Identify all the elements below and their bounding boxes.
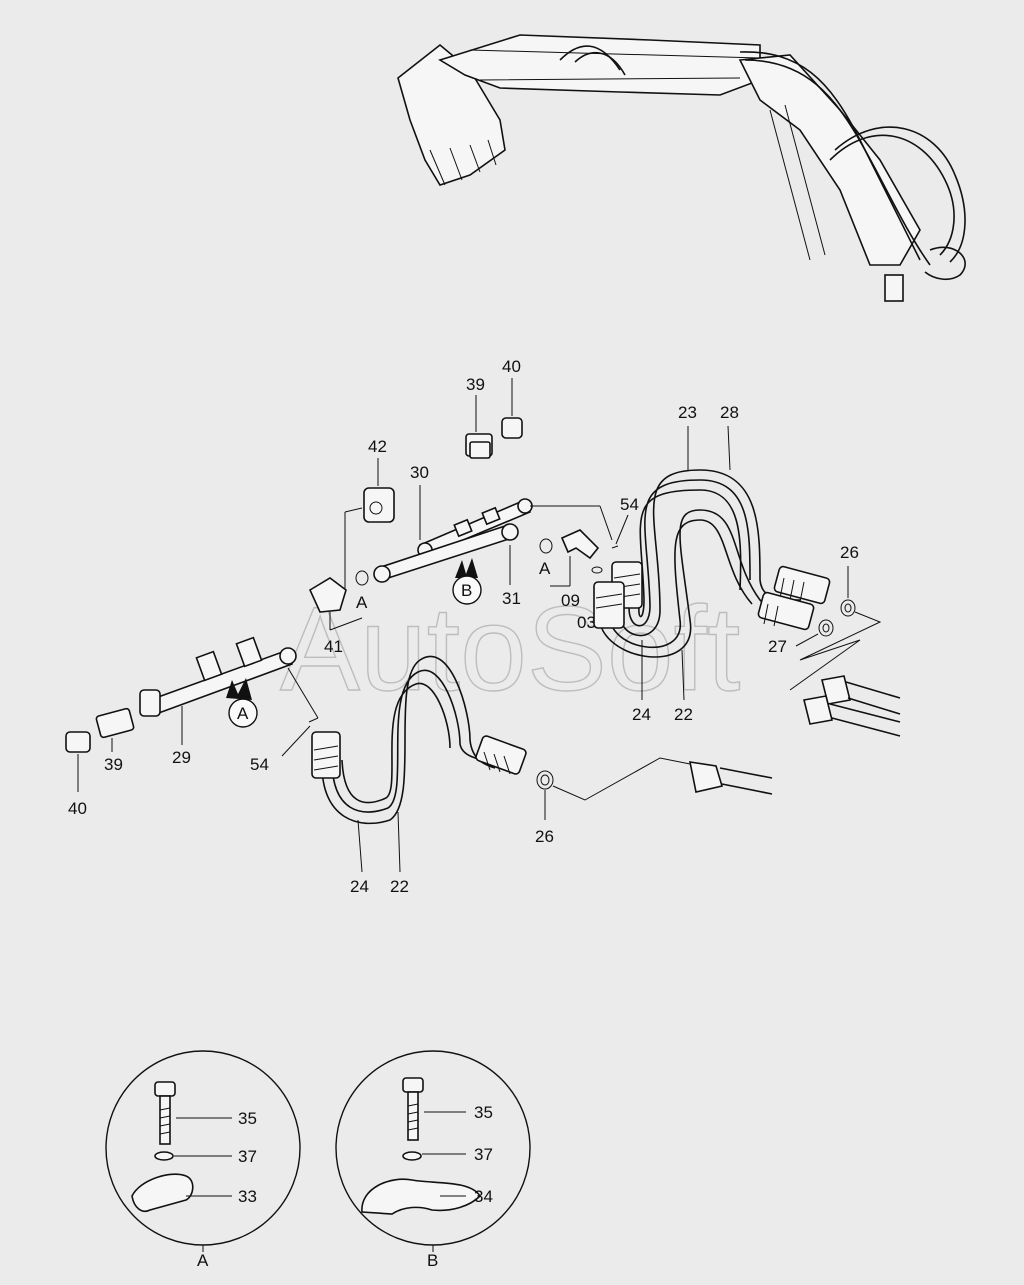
callout-41: 41 bbox=[324, 637, 343, 656]
callout-24-upper: 24 bbox=[632, 705, 651, 724]
callout-40-left: 40 bbox=[68, 799, 87, 818]
arm-detail bbox=[469, 49, 761, 81]
boom-hose-4 bbox=[834, 126, 966, 263]
callout-a-right: A bbox=[539, 559, 551, 578]
callout-39-top: 39 bbox=[466, 375, 485, 394]
callout-26-lower: 26 bbox=[535, 827, 554, 846]
callout-39-left: 39 bbox=[104, 755, 123, 774]
part-31-pipe bbox=[373, 523, 519, 585]
part-27 bbox=[795, 619, 834, 647]
marker-b bbox=[452, 558, 482, 605]
detail-a bbox=[105, 1050, 301, 1252]
callout-30: 30 bbox=[410, 463, 429, 482]
part-09-elbow bbox=[550, 529, 600, 587]
part-40-left bbox=[65, 731, 91, 792]
callout-29: 29 bbox=[172, 748, 191, 767]
boom-hose-loop bbox=[924, 246, 966, 281]
callout-40-top: 40 bbox=[502, 357, 521, 376]
callout-31: 31 bbox=[502, 589, 521, 608]
boom-cylinder bbox=[769, 104, 826, 261]
part-30-pipe bbox=[417, 485, 533, 558]
oring-03 bbox=[591, 566, 603, 574]
detail-a-33: 33 bbox=[238, 1187, 257, 1206]
pipes-right bbox=[803, 675, 901, 737]
boom-fitting bbox=[884, 274, 904, 302]
marker-a-label: A bbox=[237, 704, 249, 723]
arm-hose-1 bbox=[559, 45, 621, 71]
leader-54-link bbox=[599, 505, 613, 541]
watermark: AutoSoft bbox=[280, 582, 740, 716]
arm-hose-2 bbox=[574, 51, 626, 76]
hose-upper bbox=[593, 425, 831, 701]
oring-a-left bbox=[355, 570, 369, 586]
callout-a-left: A bbox=[356, 593, 368, 612]
detail-b-34: 34 bbox=[474, 1187, 493, 1206]
callout-09: 09 bbox=[561, 591, 580, 610]
part-26-lower bbox=[536, 757, 773, 820]
part-54-left bbox=[281, 667, 319, 757]
callout-24-lower: 24 bbox=[350, 877, 369, 896]
callout-28: 28 bbox=[720, 403, 739, 422]
arm bbox=[438, 34, 761, 96]
callout-54-left: 54 bbox=[250, 755, 269, 774]
callout-42: 42 bbox=[368, 437, 387, 456]
bucket-teeth bbox=[429, 139, 497, 186]
detail-b bbox=[335, 1050, 531, 1252]
part-54-top bbox=[611, 514, 629, 549]
callout-22-lower: 22 bbox=[390, 877, 409, 896]
callout-27: 27 bbox=[768, 637, 787, 656]
boom-hose-2 bbox=[744, 59, 931, 266]
marker-b-label: B bbox=[461, 581, 472, 600]
marker-a bbox=[226, 678, 258, 728]
detail-b-caption: B bbox=[427, 1251, 438, 1270]
part-40-top bbox=[501, 378, 523, 439]
oring-a-right bbox=[539, 538, 553, 554]
callout-22-upper: 22 bbox=[674, 705, 693, 724]
callout-26-upper: 26 bbox=[840, 543, 859, 562]
detail-b-37: 37 bbox=[474, 1145, 493, 1164]
detail-a-37: 37 bbox=[238, 1147, 257, 1166]
part-26-upper bbox=[789, 566, 882, 691]
boom-hose-3 bbox=[829, 134, 955, 256]
detail-b-35: 35 bbox=[474, 1103, 493, 1122]
excavator-illustration bbox=[397, 34, 966, 302]
callout-03: 03 bbox=[577, 613, 596, 632]
part-29-pipe bbox=[139, 636, 297, 745]
callout-54-top: 54 bbox=[620, 495, 639, 514]
part-41 bbox=[308, 577, 363, 631]
hose-lower bbox=[311, 655, 527, 873]
detail-a-caption: A bbox=[197, 1251, 209, 1270]
callout-23: 23 bbox=[678, 403, 697, 422]
part-42 bbox=[344, 458, 395, 590]
part-39-top bbox=[465, 395, 493, 459]
part-39-left bbox=[95, 707, 135, 752]
detail-a-35: 35 bbox=[238, 1109, 257, 1128]
